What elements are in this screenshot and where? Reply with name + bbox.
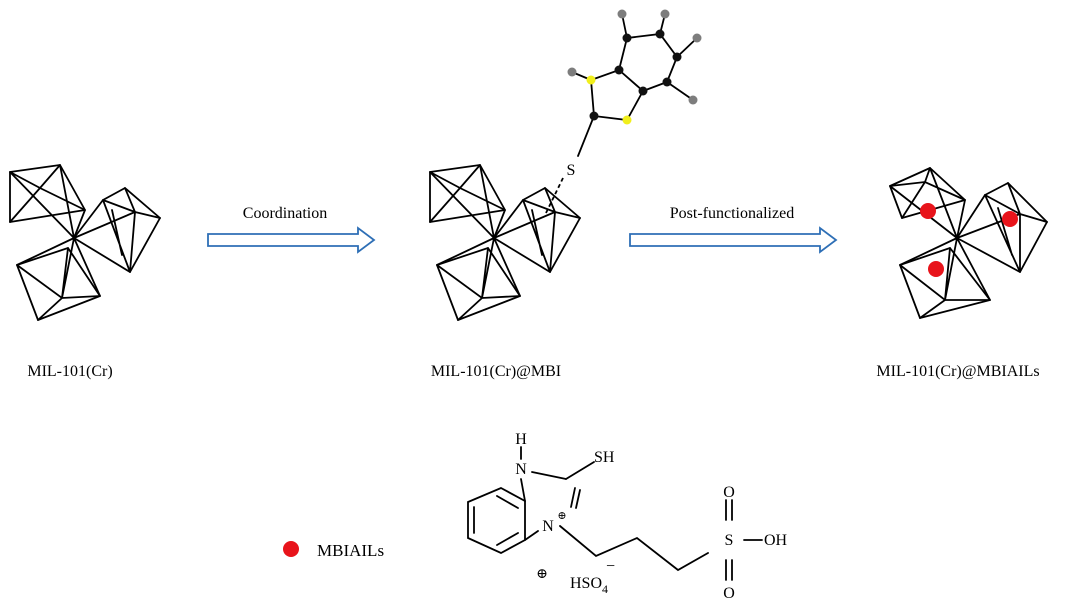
carbon-atom — [662, 77, 672, 87]
stage-label-mil101-mbiails: MIL-101(Cr)@MBIAILs — [876, 363, 1039, 380]
counterion-label: HSO4 — [570, 575, 608, 596]
carbon-atom — [638, 86, 648, 96]
hydrogen-atom — [660, 9, 670, 19]
carbon-atom — [655, 29, 665, 39]
imidazole-n-label: N — [515, 461, 527, 478]
coordination-arrow — [207, 226, 376, 254]
carbon-atom — [589, 111, 599, 121]
cluster-face — [9, 164, 86, 223]
hydrogen-atom — [567, 67, 577, 77]
mbiails-dot — [1002, 211, 1018, 227]
carbon-atom — [614, 65, 624, 75]
arrow-label-coordination: Coordination — [243, 205, 327, 222]
hydroxyl-label: OH — [764, 532, 788, 549]
mbiails-dot — [920, 203, 936, 219]
ionic-liquid-structure — [467, 461, 763, 581]
mil101-mbi-cluster — [429, 164, 581, 321]
legend-marker — [283, 541, 299, 557]
sulfur-atom — [622, 115, 632, 125]
carbon-atom — [672, 52, 682, 62]
s-c-bond — [577, 115, 595, 157]
thiol-label: SH — [594, 449, 615, 466]
cation-charge-symbol: ⊕ — [536, 567, 548, 582]
plus-charge-label: ⊕ — [557, 510, 566, 522]
cluster-face — [73, 187, 161, 273]
arrow-label-post-functionalized: Post-functionalized — [670, 205, 794, 222]
carbon-atom — [622, 33, 632, 43]
post-functionalization-arrow — [629, 226, 838, 254]
hydrogen-atom — [692, 33, 702, 43]
imidazolium-n-label: N — [542, 518, 554, 535]
sulfur-label: S — [567, 162, 576, 179]
mil101-cluster — [9, 164, 161, 321]
hydrogen-atom — [617, 9, 627, 19]
hydrogen-atom — [688, 95, 698, 105]
sulfonyl-o-bottom: O — [723, 585, 735, 602]
mbi-molecule — [567, 9, 702, 125]
counterion-charge: − — [606, 558, 615, 575]
sulfonyl-o-top: O — [723, 484, 735, 501]
stage-label-mil101-mbi: MIL-101(Cr)@MBI — [431, 363, 561, 380]
n-hydrogen-label: H — [515, 431, 527, 448]
sulfonyl-s-label: S — [725, 532, 734, 549]
mbiails-dot — [928, 261, 944, 277]
stage-label-mil101: MIL-101(Cr) — [27, 363, 112, 380]
legend-label: MBIAILs — [317, 541, 384, 560]
mil101-mbiails-cluster — [889, 167, 1048, 319]
sulfur-atom — [586, 75, 596, 85]
